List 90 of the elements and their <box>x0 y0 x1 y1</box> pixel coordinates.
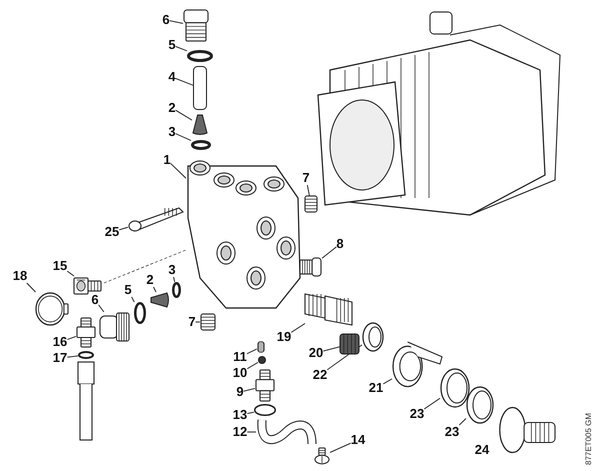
leader-line <box>175 133 192 141</box>
callout-number: 6 <box>162 13 170 27</box>
callout-number: 12 <box>232 425 248 439</box>
fitting-drawing <box>76 318 96 348</box>
leader-line <box>322 346 340 352</box>
callout-number: 1 <box>163 153 171 167</box>
leader-line <box>26 282 36 292</box>
leader-line <box>322 246 337 259</box>
tube-drawing <box>193 66 207 110</box>
leader-line <box>175 46 188 52</box>
coupling-drawing <box>392 340 444 388</box>
leader-line <box>330 442 352 453</box>
leader-line <box>131 296 135 302</box>
o-ring-drawing <box>187 50 213 62</box>
callout-number: 18 <box>12 269 28 283</box>
leader-line <box>458 418 466 426</box>
callout-number: 24 <box>474 443 490 457</box>
leader-line <box>98 304 104 312</box>
ball-drawing <box>258 356 266 364</box>
callout-number: 8 <box>336 237 344 251</box>
plug-drawing <box>183 10 209 42</box>
leader-line <box>246 362 258 370</box>
leader-line <box>153 286 156 292</box>
callout-number: 25 <box>104 225 120 239</box>
seal-ring-drawing <box>362 322 384 352</box>
callout-number: 23 <box>444 425 460 439</box>
callout-number: 23 <box>410 407 424 421</box>
leader-line <box>169 20 184 24</box>
fitting-drawing <box>255 370 275 402</box>
callout-number: 2 <box>146 273 154 287</box>
hose-drawing <box>256 418 318 446</box>
nipple-drawing <box>314 448 330 464</box>
leader-line <box>382 378 392 384</box>
valve-insert-drawing <box>192 114 208 136</box>
leader-line <box>118 226 128 230</box>
leader-line <box>175 78 194 86</box>
drawing-code: 877ET005 GM <box>584 412 593 465</box>
leader-line <box>170 163 186 179</box>
leader-line <box>306 184 310 196</box>
callout-number: 22 <box>312 368 328 382</box>
seal-ring-drawing <box>440 368 470 408</box>
callout-number: 7 <box>302 171 310 185</box>
leader-line <box>424 398 440 410</box>
leader-line <box>243 388 256 392</box>
coupling-drawing <box>498 405 556 455</box>
callout-number: 20 <box>308 346 324 360</box>
leader-line <box>175 110 192 121</box>
leader-line <box>66 270 74 276</box>
callout-number: 7 <box>188 315 196 329</box>
leader-line <box>66 355 78 358</box>
callout-number: 3 <box>168 263 176 277</box>
valve-insert-drawing <box>150 292 170 308</box>
o-ring-drawing <box>191 140 211 150</box>
seal-ring-drawing <box>466 386 494 424</box>
callout-number: 15 <box>52 259 68 273</box>
o-ring-drawing <box>172 282 181 298</box>
pump-head-drawing <box>186 158 302 310</box>
callout-number: 19 <box>276 330 292 344</box>
threaded-plug-drawing <box>257 342 265 352</box>
strainer-drawing <box>340 332 360 356</box>
pressure-gauge-drawing <box>35 292 69 326</box>
callout-number: 2 <box>168 101 176 115</box>
plug-drawing <box>100 312 130 342</box>
callout-number: 5 <box>124 283 132 297</box>
callout-number: 13 <box>232 408 248 422</box>
callout-number: 9 <box>236 385 244 399</box>
callout-number: 21 <box>368 381 384 395</box>
fitting-drawing <box>74 276 102 296</box>
threaded-plug-drawing <box>304 196 318 212</box>
callout-number: 6 <box>91 293 99 307</box>
washer-drawing <box>78 351 94 359</box>
plug-drawing <box>300 258 322 276</box>
callout-number: 5 <box>168 38 176 52</box>
bolt-drawing <box>128 206 183 232</box>
callout-number: 4 <box>168 70 176 84</box>
callout-number: 3 <box>168 125 176 139</box>
callout-number: 16 <box>52 335 68 349</box>
leader-line <box>326 344 362 370</box>
threaded-plug-drawing <box>200 314 216 330</box>
callout-number: 11 <box>233 350 247 364</box>
hose-clamp-drawing <box>254 404 276 416</box>
leader-line <box>290 323 306 333</box>
leader-line <box>246 348 258 354</box>
callout-number: 17 <box>52 351 68 365</box>
leader-line <box>173 276 176 282</box>
leader-line <box>66 336 76 340</box>
o-ring-drawing <box>134 302 146 324</box>
callout-number: 10 <box>232 366 248 380</box>
leader-line <box>246 412 254 414</box>
callout-number: 14 <box>350 433 366 447</box>
